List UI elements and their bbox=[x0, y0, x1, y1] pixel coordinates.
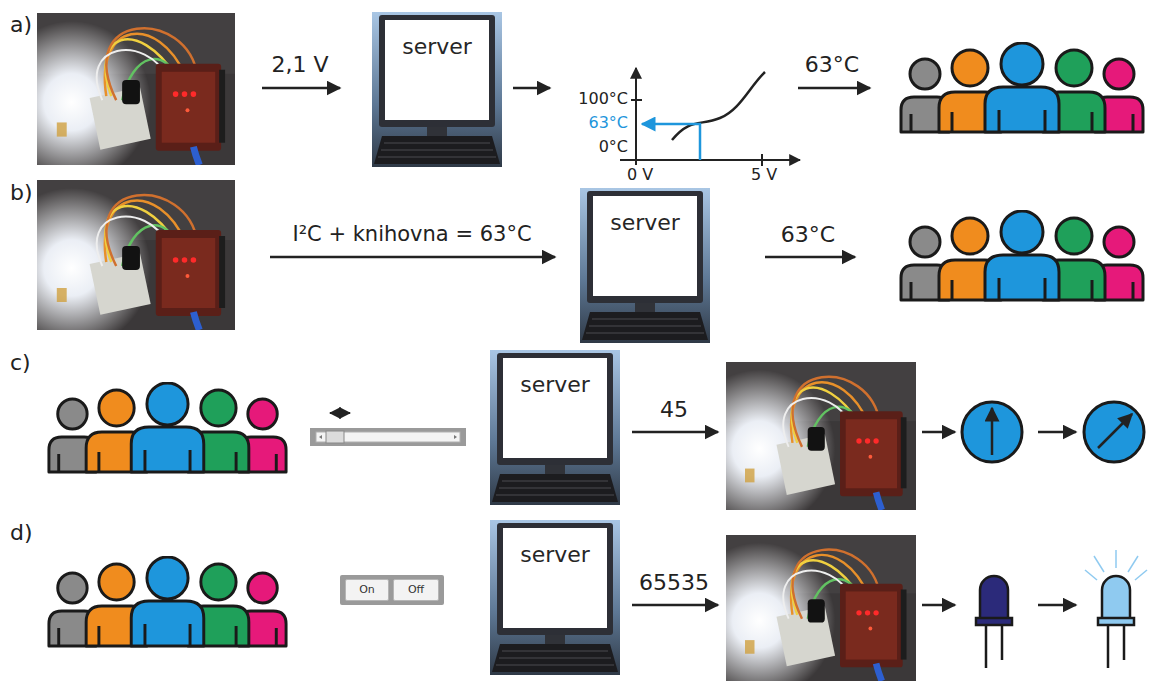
row-letter: a) bbox=[10, 12, 32, 37]
row-letter: c) bbox=[10, 350, 31, 375]
toggle-button: On bbox=[345, 579, 389, 601]
signal-value: 63°C bbox=[805, 52, 859, 77]
signal-value: 45 bbox=[660, 397, 688, 422]
axis-label: 100°C bbox=[578, 90, 628, 108]
toggle-button: Off bbox=[393, 579, 439, 601]
server-screen: server bbox=[503, 358, 607, 458]
axis-label: 0°C bbox=[599, 138, 628, 156]
signal-value: I²C + knihovna = 63°C bbox=[292, 222, 531, 246]
screen-text: server bbox=[520, 542, 590, 567]
signal-value: 2,1 V bbox=[271, 52, 328, 77]
signal-value: 65535 bbox=[639, 570, 709, 595]
server-screen: server bbox=[503, 528, 607, 628]
button-text: On bbox=[359, 584, 375, 597]
button-text: Off bbox=[408, 584, 424, 597]
signal-value: 63°C bbox=[781, 222, 835, 247]
row-letter: d) bbox=[10, 520, 33, 545]
row-letter: b) bbox=[10, 180, 33, 205]
screen-text: server bbox=[610, 210, 680, 235]
server-screen: server bbox=[385, 20, 489, 120]
axis-label: 5 V bbox=[751, 166, 777, 184]
axis-label: 63°C bbox=[588, 114, 628, 132]
server-screen: server bbox=[593, 196, 697, 296]
screen-text: server bbox=[402, 34, 472, 59]
axis-label: 0 V bbox=[627, 166, 653, 184]
screen-text: server bbox=[520, 372, 590, 397]
